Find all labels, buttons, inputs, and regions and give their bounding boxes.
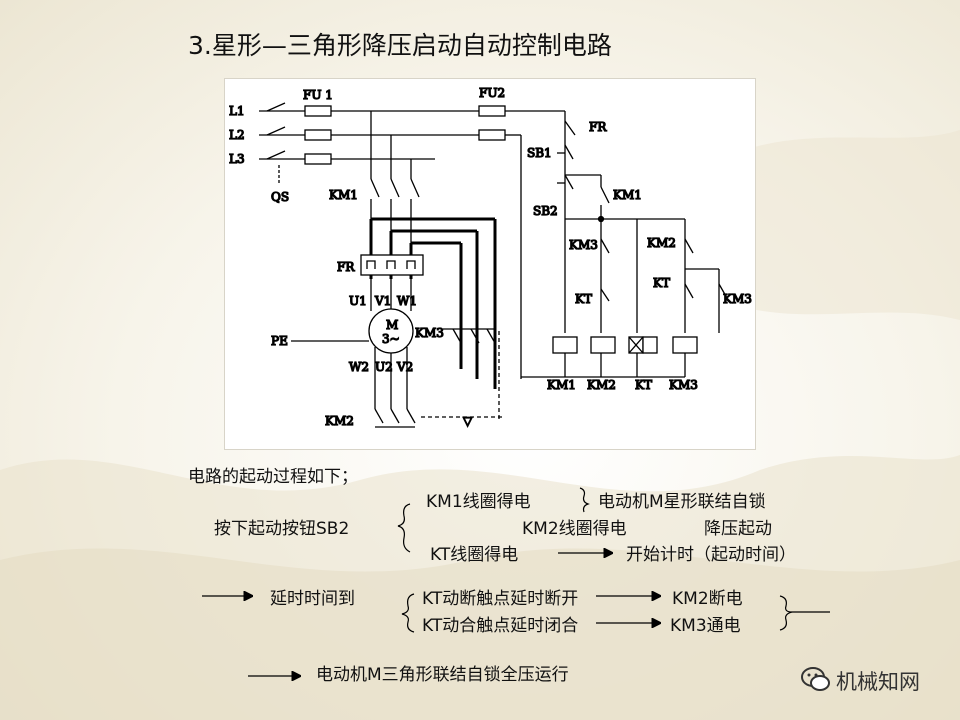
label-l2: L2 [229, 128, 245, 142]
km1-coil-text: KM1线圈得电 [426, 492, 531, 512]
brace-press [397, 503, 411, 553]
label-km2-nc: KM2 [647, 236, 676, 250]
label-fu2: FU2 [479, 86, 505, 100]
page-title: 3.星形—三角形降压启动自动控制电路 [188, 31, 612, 60]
label-l3: L3 [229, 152, 245, 166]
label-coil-km1: KM1 [547, 378, 576, 392]
km2-off-text: KM2断电 [672, 589, 743, 609]
label-w1: W1 [397, 294, 417, 308]
kt-no-text: KT动合触点延时闭合 [422, 616, 579, 636]
label-coil-kt: KT [635, 378, 652, 392]
brace-delay [401, 593, 415, 633]
label-fr-ctrl: FR [589, 120, 607, 134]
label-km3-nc: KM3 [569, 238, 598, 252]
label-km3-aux: KM3 [723, 292, 752, 306]
timing-text: 开始计时（起动时间） [626, 545, 796, 565]
label-km1-main: KM1 [329, 188, 358, 202]
label-km3-main: KM3 [415, 326, 444, 340]
circuit-diagram: L1 L2 L3 QS FU 1 FU2 KM1 FR U1 V1 W1 PE … [224, 78, 756, 450]
label-fr: FR [337, 260, 355, 274]
kt-coil-text: KT线圈得电 [430, 545, 519, 565]
circuit-schematic: L1 L2 L3 QS FU 1 FU2 KM1 FR U1 V1 W1 PE … [228, 85, 752, 428]
label-kt-ctrl2: KT [653, 276, 670, 290]
final-run-text: 电动机M三角形联结自锁全压运行 [316, 665, 569, 685]
kt-nc-text: KT动断触点延时断开 [422, 589, 579, 609]
label-km1-aux: KM1 [613, 188, 642, 202]
label-l1: L1 [229, 104, 245, 118]
brace-result [779, 595, 793, 631]
wechat-icon [801, 667, 830, 691]
delay-end-text: 延时时间到 [270, 589, 355, 609]
label-motor-m: M [386, 318, 398, 332]
label-v2: V2 [396, 360, 413, 374]
label-sb1: SB1 [527, 146, 552, 160]
watermark-logo: 机械知网 [800, 662, 950, 698]
label-w2: W2 [349, 360, 369, 374]
brace-star [579, 487, 590, 513]
process-heading: 电路的起动过程如下； [188, 467, 358, 487]
label-qs: QS [271, 190, 289, 204]
star-lock-text: 电动机M星形联结自锁 [598, 492, 766, 512]
label-km2-main: KM2 [325, 414, 354, 428]
label-kt-ctrl: KT [575, 292, 592, 306]
press-sb2-text: 按下起动按钮SB2 [214, 519, 350, 539]
km3-on-text: KM3通电 [670, 616, 741, 636]
label-motor-phase: 3~ [382, 332, 400, 346]
watermark-text: 机械知网 [836, 670, 920, 694]
label-u1: U1 [349, 294, 367, 308]
label-coil-km3: KM3 [669, 378, 698, 392]
label-u2: U2 [375, 360, 393, 374]
label-sb2: SB2 [533, 204, 558, 218]
label-fu1: FU 1 [303, 88, 333, 102]
reduced-start-text: 降压起动 [704, 519, 772, 539]
label-nabla: ▽ [463, 414, 473, 428]
label-coil-km2: KM2 [587, 378, 616, 392]
label-v1: V1 [374, 294, 391, 308]
km2-coil-text: KM2线圈得电 [522, 519, 627, 539]
label-pe: PE [271, 334, 288, 348]
